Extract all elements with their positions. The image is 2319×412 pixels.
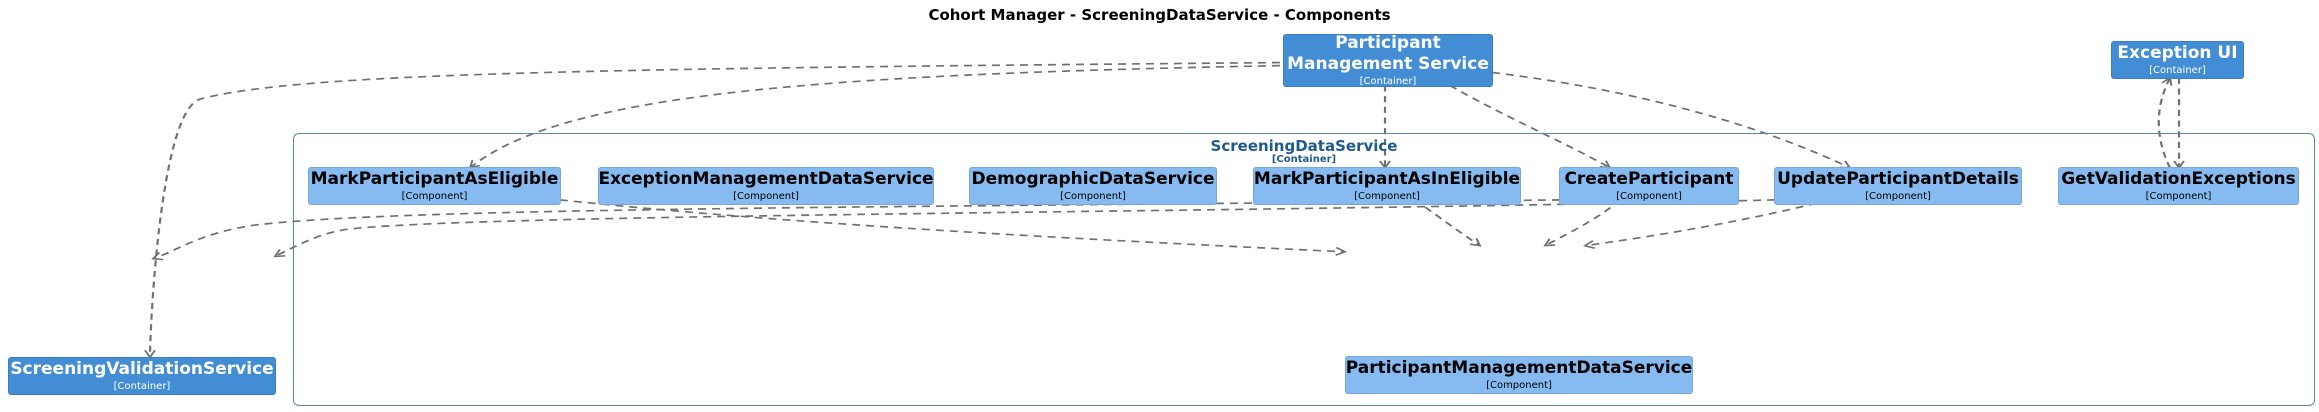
node-name: MarkParticipantAsEligible xyxy=(310,169,559,190)
get-validation-exceptions-node[interactable]: GetValidationExceptions [Component] xyxy=(2058,167,2299,206)
node-type: [Component] xyxy=(1486,379,1552,391)
node-type: [Component] xyxy=(1865,191,1931,203)
node-name: CreateParticipant xyxy=(1564,169,1734,190)
node-type: [Container] xyxy=(113,381,171,393)
node-type: [Component] xyxy=(1354,191,1420,203)
update-participant-details-node[interactable]: UpdateParticipantDetails [Component] xyxy=(1774,167,2022,206)
node-type: [Container] xyxy=(1359,75,1417,87)
create-participant-node[interactable]: CreateParticipant [Component] xyxy=(1559,167,1739,206)
screening-validation-service-node[interactable]: ScreeningValidationService [Container] xyxy=(8,357,276,396)
node-name: UpdateParticipantDetails xyxy=(1777,169,2019,190)
node-type: [Component] xyxy=(1060,191,1126,203)
node-name: GetValidationExceptions xyxy=(2061,169,2296,190)
node-name: Participant Management Service xyxy=(1287,32,1489,74)
node-type: [Component] xyxy=(401,191,468,203)
boundary-type: [Container] xyxy=(1271,153,1337,165)
node-type: [Container] xyxy=(2149,65,2206,77)
exception-management-data-service-node[interactable]: ExceptionManagementDataService [Componen… xyxy=(598,167,934,206)
node-name: ParticipantManagementDataService xyxy=(1345,357,1693,378)
screening-data-service-boundary: ScreeningDataService [Container] xyxy=(293,132,2315,406)
node-type: [Component] xyxy=(733,191,799,203)
node-name: Exception UI xyxy=(2117,43,2238,64)
diagram-title: Cohort Manager - ScreeningDataService - … xyxy=(928,6,1391,25)
participant-management-data-service-node[interactable]: ParticipantManagementDataService [Compon… xyxy=(1345,355,1693,394)
participant-management-service-node[interactable]: Participant Management Service [Containe… xyxy=(1283,32,1493,87)
demographic-data-service-node[interactable]: DemographicDataService [Component] xyxy=(969,167,1217,206)
node-name: ExceptionManagementDataService xyxy=(598,169,934,190)
node-type: [Component] xyxy=(2145,191,2212,203)
node-name: DemographicDataService xyxy=(971,169,1215,190)
mark-participant-as-eligible-node[interactable]: MarkParticipantAsEligible [Component] xyxy=(308,167,561,206)
node-type: [Component] xyxy=(1616,191,1682,203)
node-name: MarkParticipantAsInEligible xyxy=(1253,169,1521,190)
boundary-name: ScreeningDataService xyxy=(1210,136,1398,155)
node-name: ScreeningValidationService xyxy=(10,359,274,380)
exception-ui-node[interactable]: Exception UI [Container] xyxy=(2111,41,2244,80)
mark-participant-as-ineligible-node[interactable]: MarkParticipantAsInEligible [Component] xyxy=(1253,167,1521,206)
